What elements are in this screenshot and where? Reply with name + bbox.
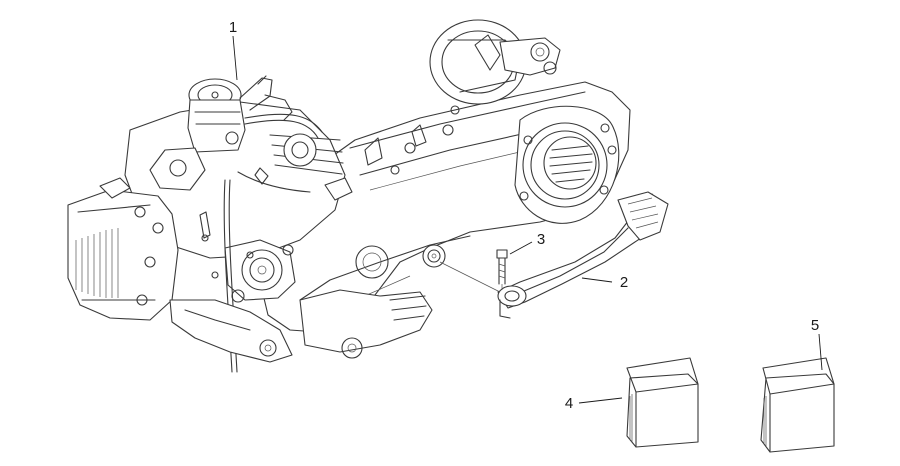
callout-labels: 1 2 3 4 5: [229, 19, 819, 412]
pinch-bolt[interactable]: [496, 249, 508, 290]
leader-5: [818, 333, 823, 371]
leader-1: [232, 35, 238, 81]
kick-start-pedal[interactable]: [439, 191, 669, 319]
booklet-5[interactable]: [760, 357, 835, 453]
engine-assembly[interactable]: [67, 19, 631, 373]
callout-3: 3: [537, 231, 545, 248]
callout-4: 4: [565, 395, 573, 412]
callout-5: 5: [811, 317, 819, 334]
callout-2: 2: [620, 274, 628, 291]
booklet-4[interactable]: [626, 357, 699, 448]
callout-1: 1: [229, 19, 237, 36]
leader-2: [581, 277, 613, 283]
leader-3: [509, 241, 533, 255]
leader-4: [578, 397, 623, 404]
leader-lines: [232, 35, 823, 404]
